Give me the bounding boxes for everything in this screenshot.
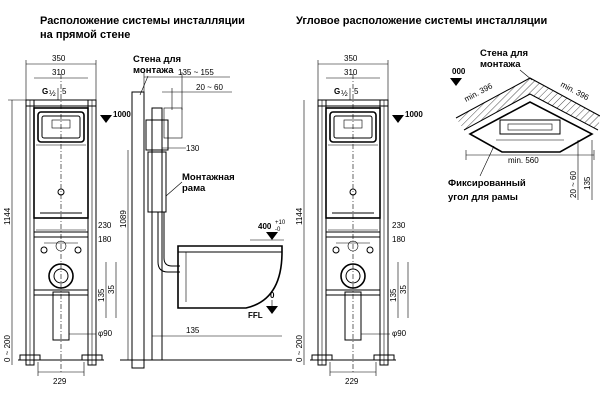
title-straight-line1: Расположение системы инсталляции (40, 15, 245, 27)
dim-350-right: 350 (344, 54, 358, 63)
svg-text:5: 5 (354, 87, 359, 96)
dim-400-tol: +10 (275, 220, 286, 226)
label-frame-line2: рама (182, 183, 206, 194)
dim-g-left: G (42, 87, 48, 96)
dim-230-right: 230 (392, 221, 406, 230)
dim-135-155: 135 ~ 155 (178, 68, 214, 77)
dim-g-right: G (334, 87, 340, 96)
dim-000: 000 (452, 67, 466, 76)
dim-0-200-right: 0 ~ 200 (295, 335, 304, 362)
dim-135-right: 135 (389, 288, 398, 302)
title-corner: Угловое расположение системы инсталляции (296, 15, 547, 27)
dim-1000-right: 1000 (405, 110, 423, 119)
dim-1089: 1089 (119, 210, 128, 228)
dim-g-half-right: ½ (341, 89, 348, 98)
dim-135-depth: 135 (186, 326, 200, 335)
label-wall-line2: монтажа (133, 65, 174, 76)
dim-135-left: 135 (97, 288, 106, 302)
label-frame-line1: Монтажная (182, 172, 235, 183)
side-section: Стена для монтажа 135 ~ 155 20 ~ 60 130 … (119, 54, 292, 369)
dim-phi90-right: φ90 (392, 329, 407, 338)
dim-20-60-corner: 20 ~ 60 (569, 171, 578, 198)
dim-230-left: 230 (98, 221, 112, 230)
dim-1000-left: 1000 (113, 110, 131, 119)
dim-310-left: 310 (52, 68, 66, 77)
dim-130: 130 (186, 144, 200, 153)
dim-135-corner: 135 (583, 176, 592, 190)
dim-400: 400 (258, 222, 272, 231)
dim-180-right: 180 (392, 235, 406, 244)
dim-g-half-left: ½ (49, 89, 56, 98)
corner-plan-view: 000 Стена для монтажа min. 396 min. 396 … (448, 48, 600, 203)
dim-zero-ffl: 0 (270, 291, 275, 300)
label-wall-line1: Стена для (133, 54, 181, 65)
level-marker-1000-left (100, 115, 112, 123)
svg-text:5: 5 (62, 87, 67, 96)
label-wall-corner-line2: монтажа (480, 59, 521, 70)
front-view-left: 350 310 G ½ 5 1000 1144 0 ~ 200 230 180 … (3, 54, 131, 386)
dim-180-left: 180 (98, 235, 112, 244)
dim-1144-right: 1144 (295, 207, 304, 225)
dim-229-left: 229 (53, 377, 67, 386)
dim-350-left: 350 (52, 54, 66, 63)
dim-1144-left: 1144 (3, 207, 12, 225)
dim-400-tol2: -0 (275, 227, 281, 233)
label-wall-corner-line1: Стена для (480, 48, 528, 59)
dim-229-right: 229 (345, 377, 359, 386)
dim-phi90-left: φ90 (98, 329, 113, 338)
dim-0-200-left: 0 ~ 200 (3, 335, 12, 362)
label-ffl: FFL (248, 311, 263, 320)
label-fixed-corner-line1: Фиксированный (448, 178, 526, 189)
front-view-right: 350 310 G ½ 5 1000 1144 0 ~ 200 230 180 … (295, 54, 423, 386)
title-straight-line2: на прямой стене (40, 29, 130, 41)
dim-min560: min. 560 (508, 156, 539, 165)
label-fixed-corner-line2: угол для рамы (448, 192, 518, 203)
dim-35-right: 35 (399, 285, 408, 294)
dim-35-left: 35 (107, 285, 116, 294)
dim-310-right: 310 (344, 68, 358, 77)
dim-20-60: 20 ~ 60 (196, 83, 223, 92)
